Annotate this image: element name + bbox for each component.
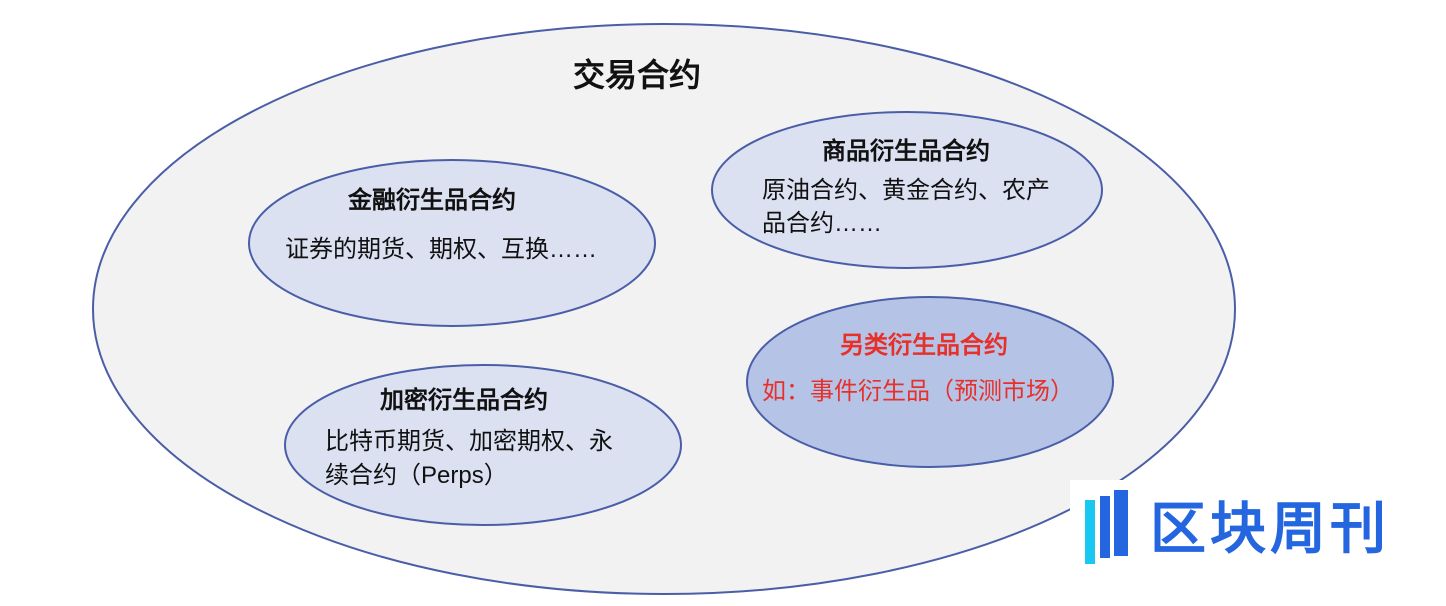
alternative-heading: 另类衍生品合约 (840, 332, 1008, 359)
financial-heading: 金融衍生品合约 (348, 187, 516, 214)
ellipse-commodity-derivatives (711, 111, 1103, 269)
financial-body: 证券的期货、期权、互换…… (285, 236, 597, 263)
diagram-title: 交易合约 (573, 57, 702, 93)
commodity-body-line2: 品合约…… (762, 210, 882, 237)
alternative-body: 如：事件衍生品（预测市场） (762, 378, 1074, 405)
outer-ellipse-trading-contracts (92, 23, 1236, 595)
commodity-body-line1: 原油合约、黄金合约、农产 (762, 177, 1050, 204)
commodity-heading: 商品衍生品合约 (822, 138, 990, 165)
crypto-body-line1: 比特币期货、加密期权、永 (325, 428, 613, 455)
ellipse-crypto-derivatives (284, 364, 682, 526)
ellipse-alternative-derivatives (746, 296, 1114, 468)
ellipse-financial-derivatives (248, 159, 656, 327)
logo: 区块周刊 (1070, 480, 1430, 580)
logo-text: 区块周刊 (1150, 497, 1390, 560)
crypto-body-line2: 续合约（Perps） (325, 462, 508, 489)
crypto-heading: 加密衍生品合约 (380, 387, 548, 414)
logo-bars-icon (1085, 490, 1128, 564)
